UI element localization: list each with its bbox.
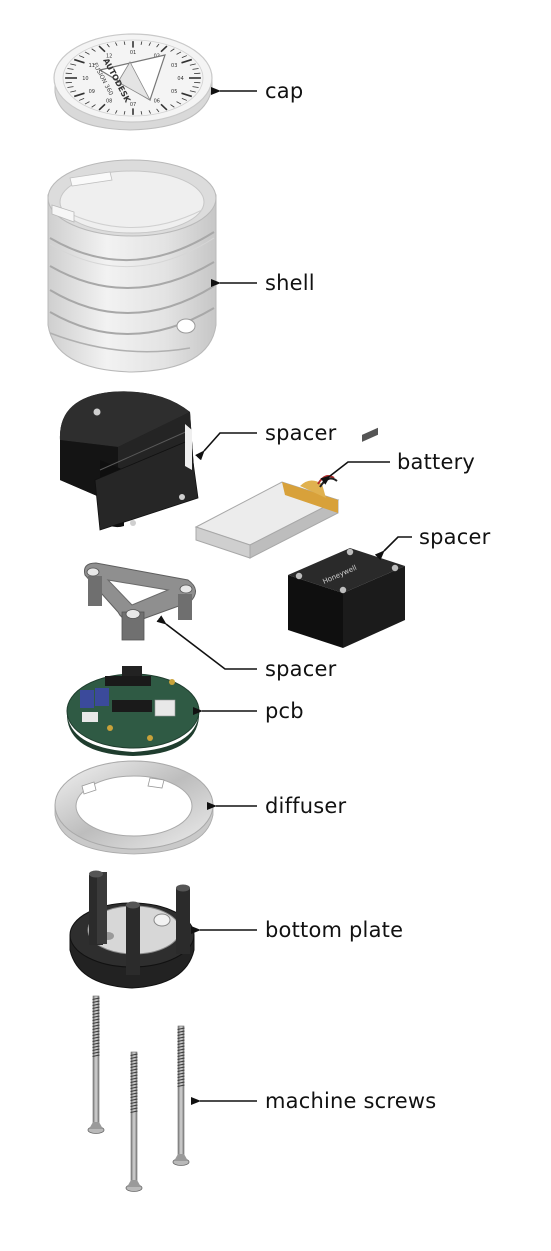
label-diffuser: diffuser <box>265 794 347 818</box>
cap-dial-tick <box>192 68 199 70</box>
cap-dial-number: 03 <box>171 63 177 69</box>
pcb-part <box>66 666 200 756</box>
spacer-tri-part <box>84 562 196 641</box>
cap-dial-tick <box>106 108 110 113</box>
cap-dial-number: 12 <box>106 54 112 60</box>
spacer-top-part <box>59 391 199 531</box>
diffuser-part <box>54 760 214 855</box>
cap-dial-tick <box>148 110 151 114</box>
label-battery: battery <box>397 450 476 474</box>
leader-lines <box>156 87 412 1105</box>
cap-dial-tick <box>70 90 77 93</box>
cap-dial-tick <box>181 97 188 101</box>
bottom-plate-part <box>69 870 195 989</box>
cap-dial-ticks <box>65 41 201 115</box>
cap-dial-tick <box>181 55 188 59</box>
cap-dial-tick <box>73 58 85 64</box>
cap-dial-tick <box>156 43 160 48</box>
battery-part <box>194 475 340 559</box>
cap-dial-tick <box>70 63 77 66</box>
cap-dial-tick <box>123 41 126 45</box>
leader-spacer-box <box>374 536 412 561</box>
cap-dial-number: 11 <box>89 63 95 69</box>
label-pcb: pcb <box>265 699 304 723</box>
cap-dial-number: 06 <box>154 98 160 104</box>
cap-dial-tick <box>170 104 175 108</box>
cap-dial-tick <box>123 111 126 115</box>
cap-dial-tick <box>181 92 193 98</box>
cap-dial-tick <box>84 51 90 55</box>
cap-dial-tick <box>78 55 85 59</box>
cap-dial-tick <box>91 48 96 52</box>
cap-dial-tick <box>160 45 168 53</box>
cap-dial-tick <box>189 90 196 93</box>
cap-part: 010203040506070809101112 AUTODESK FUSION… <box>53 33 213 131</box>
cap-dial-tick <box>91 104 96 108</box>
machine-screws-part <box>87 995 190 1192</box>
label-spacer-box: spacer <box>419 525 491 549</box>
cap-dial-tick <box>181 58 193 64</box>
cap-dial-tick <box>84 101 90 105</box>
cap-dial-tick <box>67 86 74 88</box>
cap-dial-tick <box>140 41 143 45</box>
cap-dial-tick <box>98 45 106 53</box>
cap-dial-tick <box>192 86 199 88</box>
leader-battery <box>320 461 390 485</box>
cap-dial-number: 04 <box>177 76 183 82</box>
cap-dial-tick <box>176 101 182 105</box>
machine-screw <box>125 1051 143 1192</box>
cap-dial-tick <box>189 63 196 66</box>
machine-screw <box>87 995 105 1134</box>
cap-dial-number: 07 <box>130 102 136 108</box>
label-shell: shell <box>265 271 315 295</box>
label-machine-screws: machine screws <box>265 1089 437 1113</box>
cap-dial-tick <box>160 103 168 111</box>
cap-dial-tick <box>170 48 175 52</box>
cap-dial-number: 10 <box>82 76 88 82</box>
shell-part <box>47 159 217 373</box>
cap-dial-number: 09 <box>89 89 95 95</box>
cap-dial-tick <box>98 103 106 111</box>
cap-dial-tick <box>148 42 151 46</box>
cap-dial-tick <box>140 111 143 115</box>
cap-dial-tick <box>78 97 85 101</box>
leader-spacer-top <box>195 432 257 461</box>
cap-dial-number: 01 <box>130 50 136 56</box>
leader-spacer-tri <box>156 615 257 670</box>
label-bottom-plate: bottom plate <box>265 918 404 942</box>
cap-dial-tick <box>115 42 118 46</box>
cap-dial-number: 08 <box>106 98 112 104</box>
spacer-box-part: Honeywell <box>288 427 405 648</box>
label-spacer-top: spacer <box>265 421 337 445</box>
label-cap: cap <box>265 79 304 103</box>
cap-dial-tick <box>67 68 74 70</box>
cap-dial-tick <box>106 43 110 48</box>
cap-dial-tick <box>156 108 160 113</box>
cap-dial-tick <box>176 51 182 55</box>
machine-screw <box>172 1025 190 1166</box>
cap-dial-tick <box>73 92 85 98</box>
label-spacer-tri: spacer <box>265 657 337 681</box>
cap-dial-number: 05 <box>171 89 177 95</box>
cap-dial-tick <box>115 110 118 114</box>
